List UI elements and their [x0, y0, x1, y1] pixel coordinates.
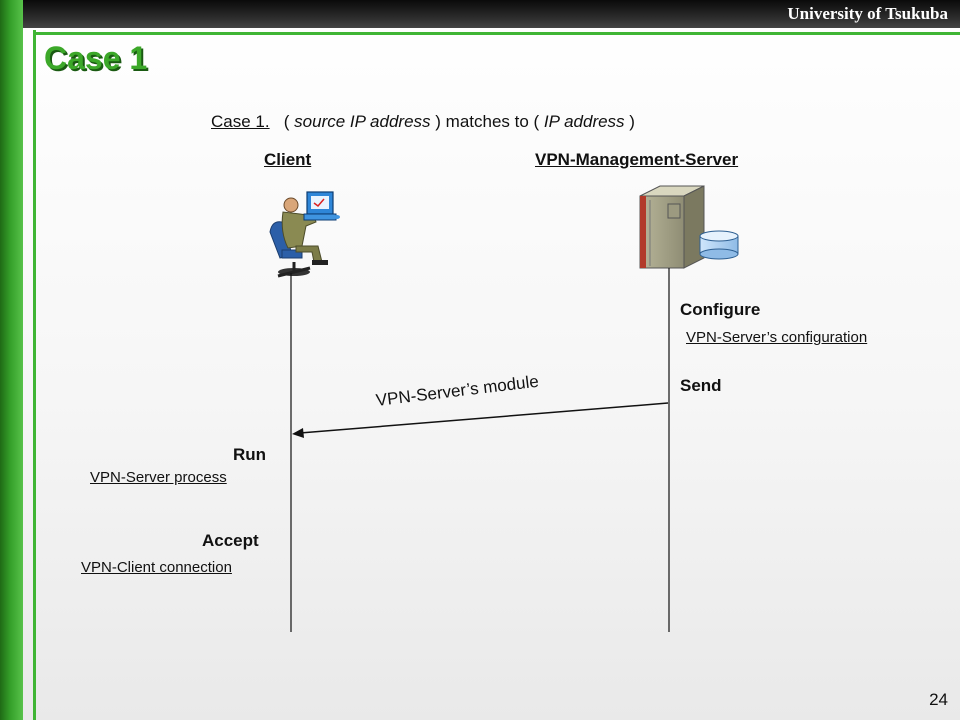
- left-decorative-bar: [0, 0, 23, 720]
- top-header-bar: University of Tsukuba: [23, 0, 960, 28]
- client-step-run-object: VPN-Server process: [90, 469, 227, 486]
- case-source-term: source IP address: [294, 112, 431, 131]
- server-step-configure-object: VPN-Server’s configuration: [686, 329, 868, 346]
- client-step-run: Run: [233, 445, 267, 464]
- message-arrowhead: [292, 428, 304, 438]
- case-target-term: IP address: [543, 112, 625, 131]
- person-at-computer-icon: [269, 191, 340, 278]
- case-open-paren: (: [283, 112, 295, 131]
- case-close-paren: ): [624, 112, 635, 131]
- page-number: 24: [929, 690, 948, 709]
- server-header: VPN-Management-Server: [535, 150, 739, 169]
- client-step-accept-object: VPN-Client connection: [81, 559, 232, 576]
- case-middle-text: ) matches to (: [430, 112, 544, 131]
- server-with-database-icon: [639, 185, 739, 269]
- top-accent-line: [33, 32, 960, 35]
- client-header: Client: [264, 150, 312, 169]
- message-arrow: [299, 402, 669, 434]
- case-statement: Case 1. ( source IP address ) matches to…: [211, 109, 681, 134]
- university-name: University of Tsukuba: [787, 4, 948, 23]
- server-step-send: Send: [680, 376, 722, 395]
- client-step-accept: Accept: [202, 531, 259, 550]
- left-accent-line: [33, 30, 36, 720]
- slide-title: Case 1: [44, 40, 148, 76]
- case-label: Case 1.: [211, 112, 270, 131]
- server-step-configure: Configure: [680, 300, 761, 319]
